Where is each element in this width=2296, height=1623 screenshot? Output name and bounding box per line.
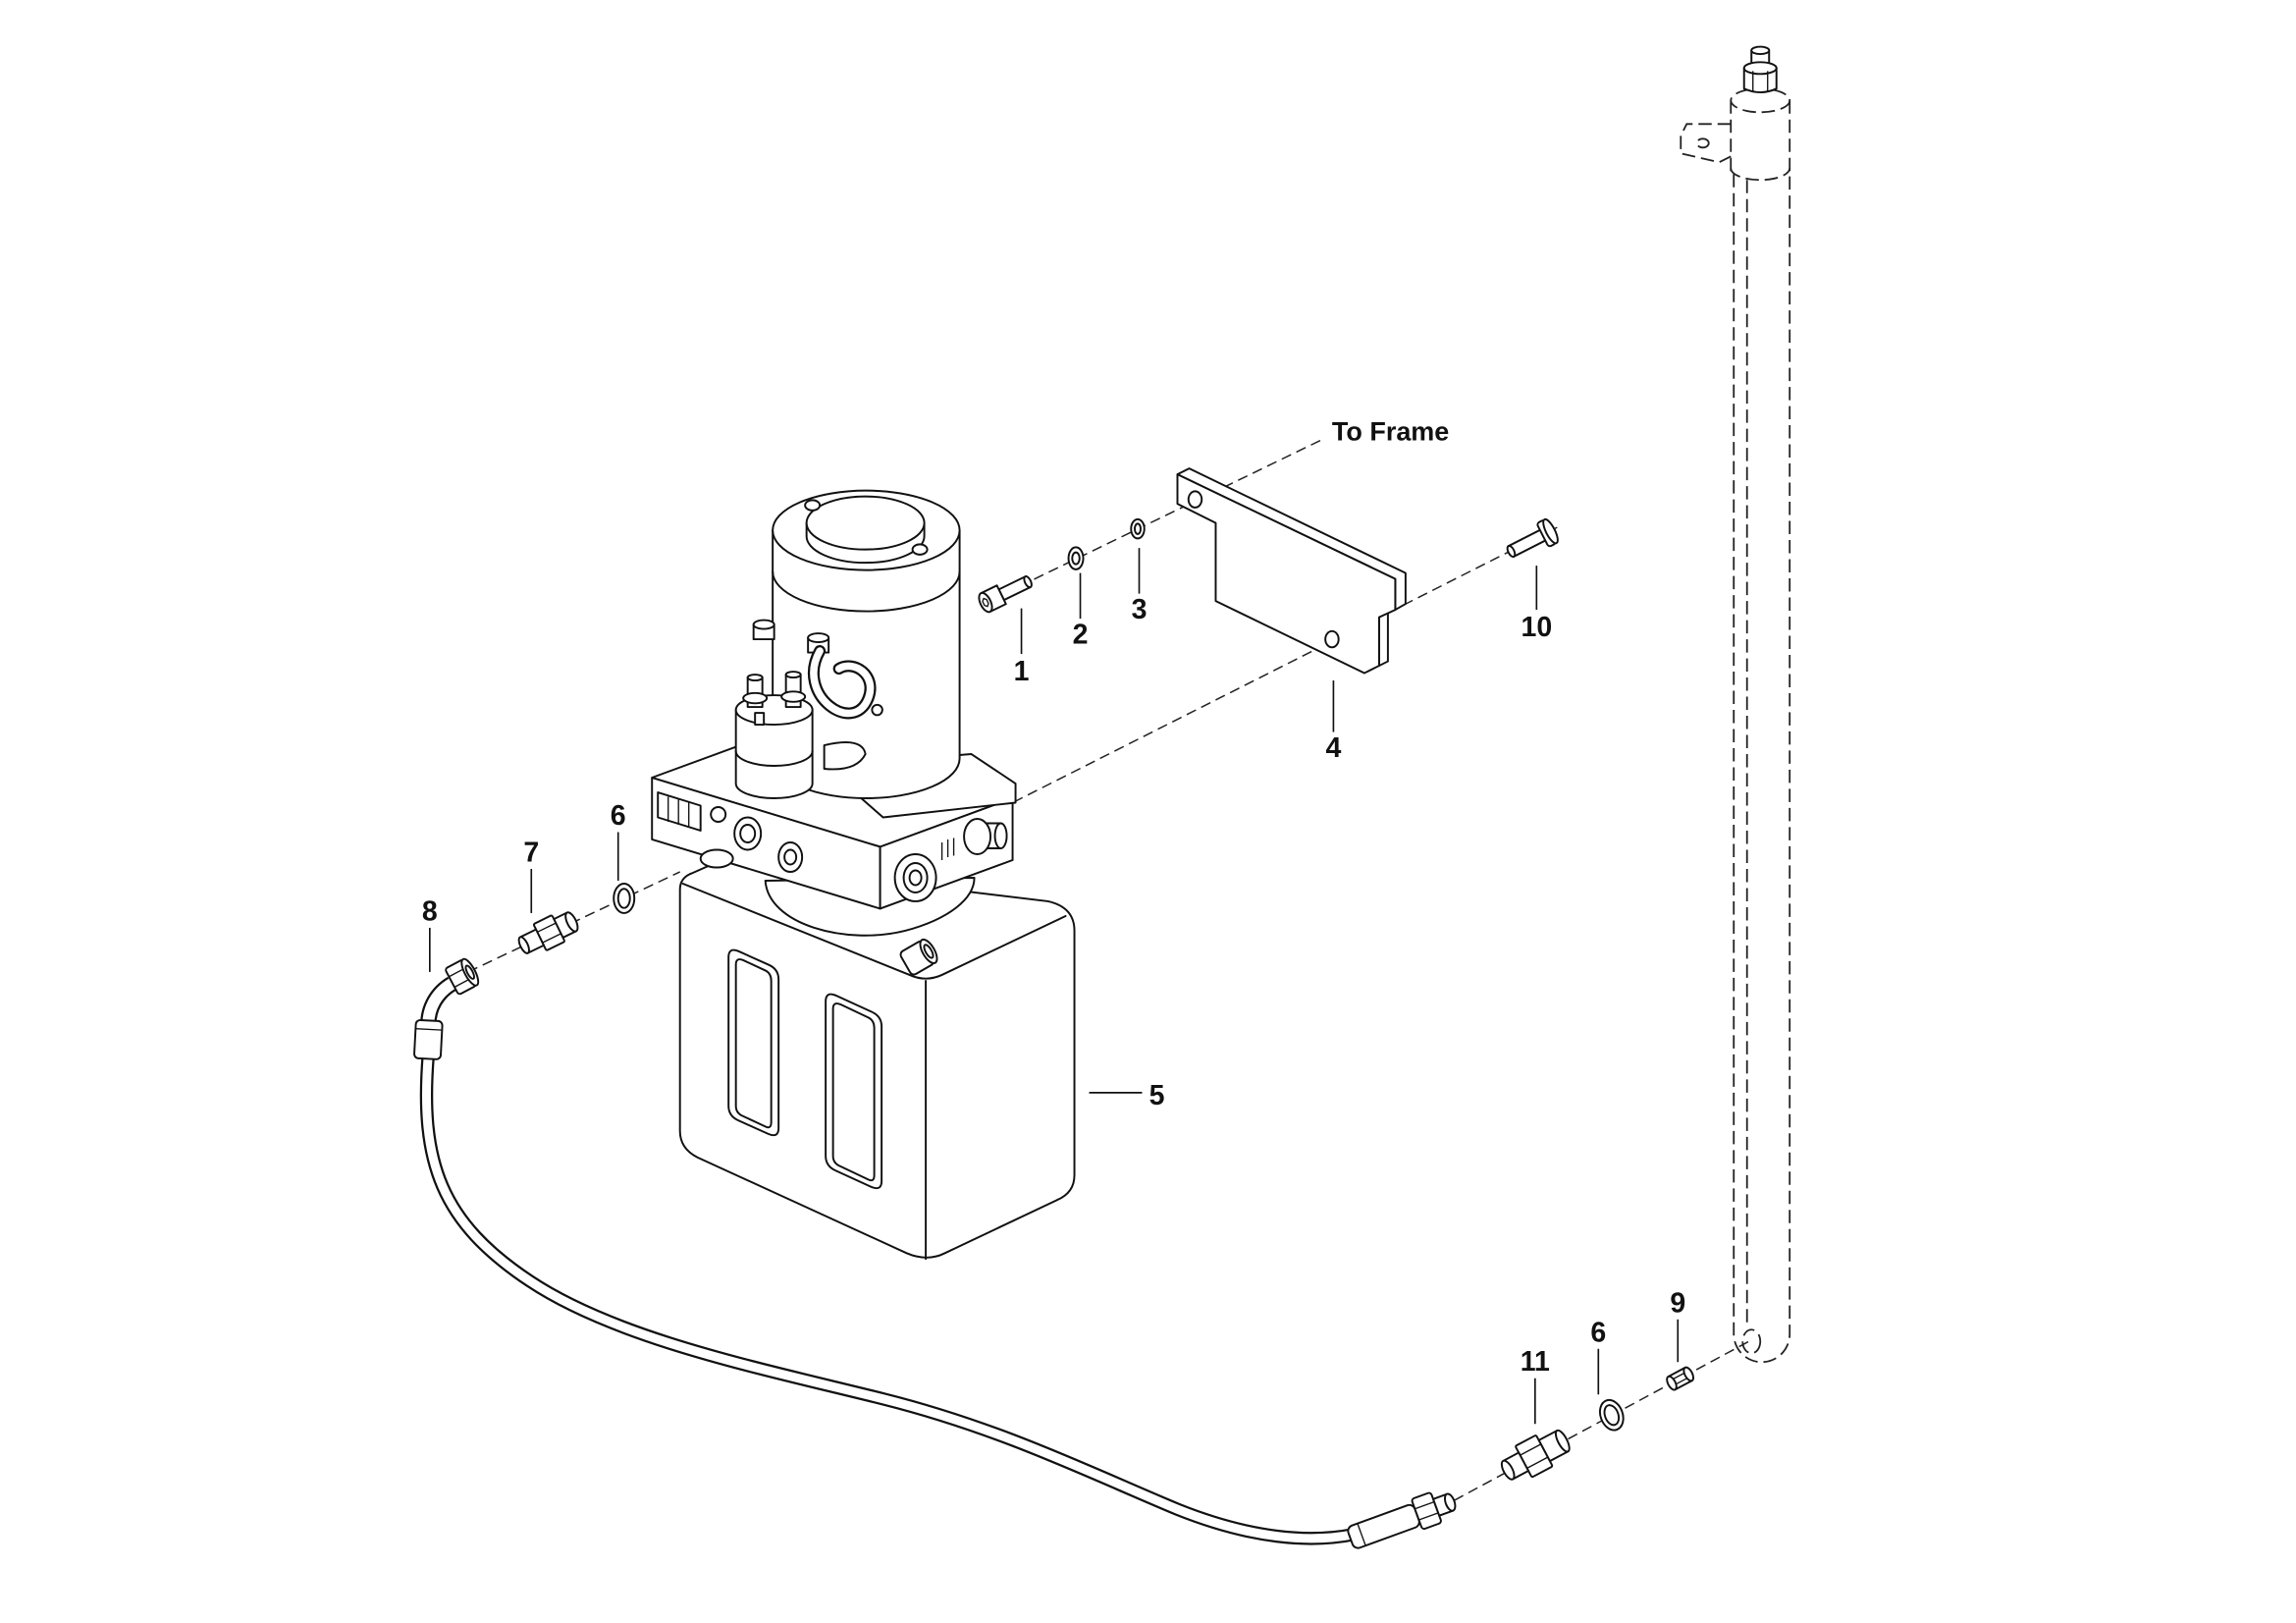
callout-7: 7 [523,837,539,868]
callout-labels: To Frame 1 2 3 4 10 5 6 7 8 9 6 11 [422,417,1685,1379]
hose-elbow-fitting [413,957,480,1060]
motor-cable [807,645,877,720]
motor-cap-bolt [911,543,929,556]
mast-top-fitting [1742,45,1778,94]
solenoid-terminal-stud [780,671,807,709]
solenoid-strap [823,741,867,771]
mast-lug [1680,123,1732,164]
adapter-fitting-pump [517,911,579,954]
hydraulic-hose [419,1054,1356,1545]
tank-sight-window-left [727,948,780,1137]
adapter-fitting-mast [1500,1429,1571,1481]
callout-6-pump: 6 [611,800,626,832]
solenoid-terminal-stud [742,674,769,709]
shoulder-pin [1506,517,1559,558]
hex-socket [982,597,989,608]
relief-valve-cartridge [657,791,702,832]
motor-terminal-nut [752,619,775,641]
to-frame-note: To Frame [1332,417,1449,447]
o-ring-mast [1598,1398,1625,1432]
o-ring-pump [613,882,636,914]
mast-port-hole [1741,1328,1762,1355]
elbow-ferrule [413,1018,444,1060]
lock-washer [1067,546,1085,570]
callout-11: 11 [1521,1346,1550,1378]
electric-motor [752,489,961,799]
reservoir-tank [678,860,1076,1261]
callout-10: 10 [1521,612,1552,643]
mounting-bracket [1176,467,1407,675]
solenoid-valve [734,671,867,799]
flat-washer [1130,517,1146,540]
orifice-plug [1666,1366,1695,1391]
cap-screw [978,575,1033,614]
callout-5: 5 [1149,1080,1165,1111]
centerline-pin-bracket [1012,526,1558,804]
bracket-hole-lower [1324,629,1340,649]
bracket-hole-upper [1187,490,1203,509]
callout-6-mast: 6 [1590,1317,1606,1348]
manifold-pressure-port [699,848,734,869]
callout-3: 3 [1132,594,1148,625]
hose-end-fitting [1347,1491,1457,1549]
callout-1: 1 [1014,656,1030,687]
motor-terminal-nut [807,632,830,654]
mast-cylinder [1680,45,1791,1364]
tank-sight-window-right [825,993,883,1190]
motor-cap-bolt [804,499,822,512]
centerline-frame-bracket [983,439,1321,605]
callout-4: 4 [1325,732,1341,764]
callout-2: 2 [1073,620,1089,651]
breather-fitting [899,938,938,976]
manifold-side-fitting [963,818,1008,855]
manifold-fittings [657,791,1008,902]
callout-9: 9 [1670,1287,1685,1319]
callout-leaders [428,548,1680,1425]
elbow-swivel-nut [445,957,480,996]
callout-8: 8 [422,895,438,927]
